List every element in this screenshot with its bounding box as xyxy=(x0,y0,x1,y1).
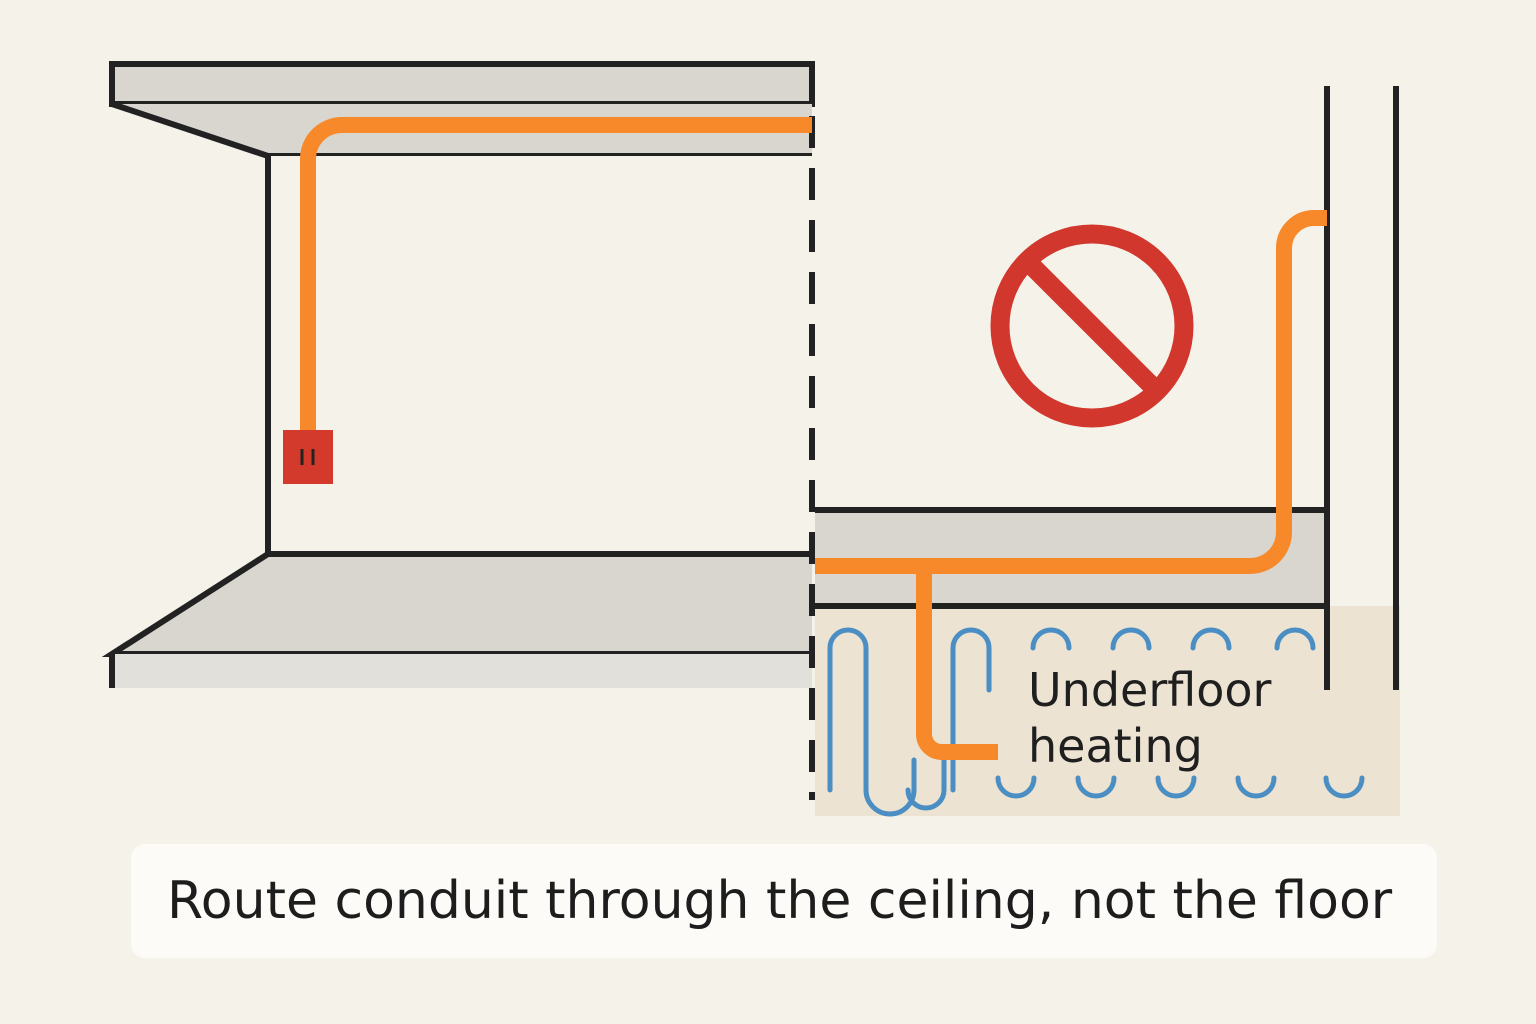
left-floor-slab xyxy=(101,551,812,688)
heating-pipe xyxy=(827,627,1365,817)
underfloor-label-line1: Underfloor xyxy=(1028,663,1271,717)
caption-box: Route conduit through the ceiling, not t… xyxy=(131,844,1437,958)
caption-text: Route conduit through the ceiling, not t… xyxy=(167,871,1393,931)
conduit-floor-drop xyxy=(916,566,998,760)
conduit-ceiling-route xyxy=(300,117,812,432)
left-room-back-wall xyxy=(268,156,812,554)
outlet-icon xyxy=(283,430,333,484)
conduit-floor-route xyxy=(815,210,1327,574)
left-ceiling-slab xyxy=(109,61,815,159)
underfloor-label-line2: heating xyxy=(1028,719,1203,773)
prohibited-icon xyxy=(990,224,1194,428)
